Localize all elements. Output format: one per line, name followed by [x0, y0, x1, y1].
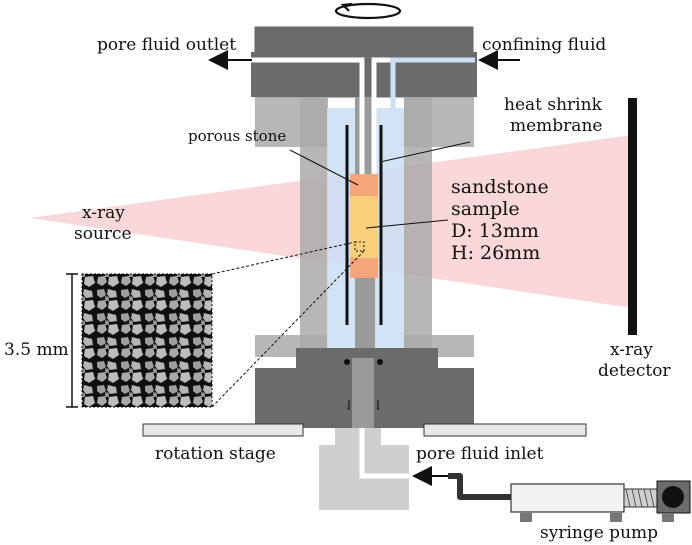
label-membrane: membrane	[510, 116, 602, 136]
syringe-pump	[510, 480, 691, 522]
label-xray-source-1: x-ray	[82, 203, 125, 223]
inlet-channel	[359, 428, 412, 479]
label-height: H: 26mm	[451, 242, 540, 264]
bottom-cap: ⇃ ⇂	[255, 348, 474, 428]
rotation-arrow-icon	[334, 2, 402, 20]
inset-connector-top	[211, 241, 356, 275]
label-pore-fluid-inlet: pore fluid inlet	[416, 444, 544, 464]
rotation-stage-left	[142, 423, 304, 437]
leader-sandstone	[365, 219, 449, 229]
scan-region-box	[354, 241, 365, 252]
leader-porous-stone	[289, 149, 359, 186]
label-confining-fluid: confining fluid	[482, 35, 606, 55]
fluid-lines	[216, 57, 475, 175]
label-pore-fluid-outlet: pore fluid outlet	[97, 35, 236, 55]
scale-bar	[66, 273, 78, 408]
label-xray-detector-2: detector	[598, 361, 671, 381]
svg-text:⇃: ⇃	[343, 398, 355, 414]
label-porous-stone: porous stone	[188, 127, 286, 145]
xray-detector-panel	[628, 98, 637, 335]
label-sample: sample	[451, 198, 520, 220]
label-diameter: D: 13mm	[451, 220, 539, 242]
label-rotation-stage: rotation stage	[155, 444, 276, 464]
inlet-tubing	[448, 473, 512, 500]
porous-stone-top	[350, 174, 378, 196]
rotation-stage-right	[423, 423, 587, 437]
label-scale-bar: 3.5 mm	[4, 340, 69, 360]
label-xray-source-2: source	[74, 224, 132, 244]
inset-connector-bottom	[211, 250, 365, 408]
label-xray-detector-1: x-ray	[610, 340, 653, 360]
ct-slice-inset	[81, 273, 213, 408]
leader-membrane	[379, 141, 471, 163]
label-syringe-pump: syringe pump	[540, 523, 658, 543]
porous-stone-bottom	[350, 258, 378, 278]
bottom-piston	[355, 278, 375, 358]
label-sandstone: sandstone	[451, 176, 549, 198]
svg-text:⇂: ⇂	[372, 398, 384, 414]
label-heat-shrink: heat shrink	[504, 95, 603, 115]
